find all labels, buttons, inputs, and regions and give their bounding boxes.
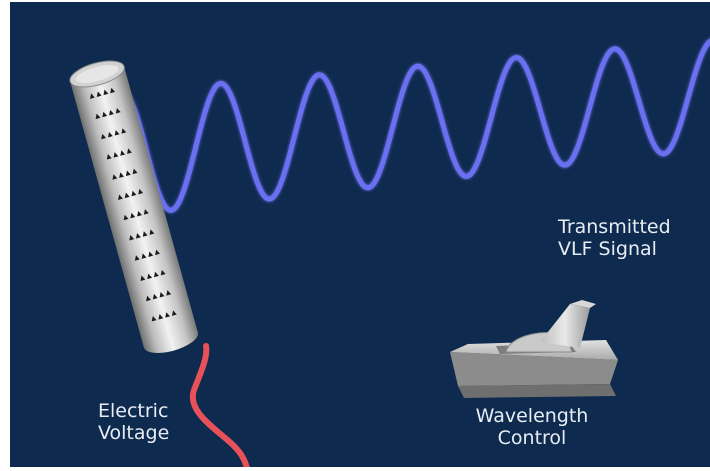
switch-base-front [458,384,616,398]
charge-marker [127,148,132,154]
charge-marker [124,192,130,199]
charge-marker [112,174,118,180]
switch-base-side [450,352,618,386]
charge-marker [125,170,131,177]
charge-marker [89,93,95,99]
charge-marker [101,133,107,140]
charge-marker [137,211,142,217]
charge-marker [103,89,109,96]
charge-marker [119,172,125,178]
charge-marker [151,315,157,322]
transmitted-signal-label: Transmitted VLF Signal [558,216,671,260]
charge-marker [110,87,116,94]
charge-marker [159,291,165,298]
charge-marker [121,128,127,134]
charge-marker [143,209,149,215]
switch-lever [540,304,590,348]
charge-marker [131,190,137,197]
charge-marker [136,233,141,239]
charge-marker [158,314,164,320]
electric-voltage-label: Electric Voltage [98,400,170,444]
charge-marker [166,290,172,296]
wavelength-control-label: Wavelength Control [475,405,589,449]
charge-marker [165,312,171,318]
signal-wave [119,38,710,213]
charge-marker [114,130,120,136]
rod-charge-markers [89,87,177,322]
antenna-rod [69,60,199,353]
charge-marker [120,150,126,156]
charge-marker [160,269,166,276]
charge-marker [147,273,153,280]
charge-marker [155,249,160,256]
diagram-panel: Transmitted VLF Signal Electric Voltage … [10,2,710,467]
charge-marker [140,275,146,281]
charge-marker [142,231,148,237]
charge-marker [138,188,144,195]
charge-marker [109,109,114,116]
wavelength-switch [450,300,618,398]
charge-marker [146,295,151,302]
charge-marker [123,214,129,221]
charge-marker [130,212,136,219]
charge-marker [118,194,123,201]
switch-lever-top [570,300,596,308]
charge-marker [95,113,101,120]
diagram-canvas [69,38,710,467]
charge-marker [129,234,135,241]
charge-marker [171,310,177,316]
charge-marker [113,152,119,158]
charge-marker [107,131,113,138]
charge-marker [141,253,147,259]
charge-marker [106,154,112,160]
charge-marker [152,293,158,300]
charge-marker [148,251,154,257]
charge-marker [96,91,102,97]
charge-marker [132,168,138,175]
charge-marker [102,111,108,118]
charge-marker [153,271,159,278]
voltage-wire [189,343,250,467]
charge-marker [115,107,121,114]
charge-marker [134,255,140,261]
charge-marker [149,229,155,235]
